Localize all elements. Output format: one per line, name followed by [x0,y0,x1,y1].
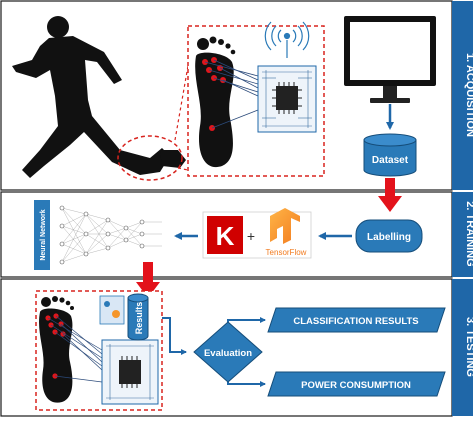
arrow-network-to-testing [136,262,160,298]
microchip-icon [257,65,317,133]
foot-highlight-ellipse [117,135,183,181]
testing-band [452,279,473,416]
arrow-eval-to-classification [227,317,266,323]
arrow-results-to-evaluation [162,317,187,355]
zoom-line-bottom [177,167,189,171]
dataset-label: Dataset [372,155,409,166]
database-icon [363,133,417,177]
section-label-acquisition: 1. ACQUISITION [464,53,474,137]
evaluation-label: Evaluation [204,348,252,359]
sensor-wires [47,315,103,383]
training-band [452,192,473,277]
microchip-icon [101,339,159,405]
acquisition-band [452,1,473,190]
model-thumbnail-dot [104,301,110,307]
arrow-eval-to-power [227,381,266,387]
section-label-testing: 3. TESTING [464,317,474,377]
tensorflow-logo-icon [270,208,300,244]
classification-results-label: CLASSIFICATION RESULTS [293,316,418,327]
model-thumbnail-dot [112,310,120,318]
keras-logo-icon: K [207,216,243,254]
sensor-wires [204,59,259,129]
tensorflow-label: TensorFlow [266,248,307,257]
neural-network-label: Neural Network [40,209,47,260]
results-label: Results [134,302,144,335]
figure-caption [0,418,474,433]
power-consumption-node [267,371,446,397]
model-thumbnail [99,295,125,325]
neural-net-icon [59,205,162,265]
monitor-icon [344,16,436,103]
neural-network-label-box [34,200,50,270]
database-icon [127,293,149,341]
labelling-label: Labelling [367,232,411,243]
plus-sign: + [247,228,255,244]
wifi-icon [264,21,310,58]
keras-letter: K [216,221,235,251]
classification-results-node [267,307,446,333]
section-label-training: 2. TRAINING [464,201,474,266]
running-man-icon [12,16,186,178]
power-consumption-label: POWER CONSUMPTION [301,380,411,391]
zoom-line-top [174,65,189,141]
arrow-dataset-to-labelling [378,178,402,212]
labelling-node [355,219,423,253]
